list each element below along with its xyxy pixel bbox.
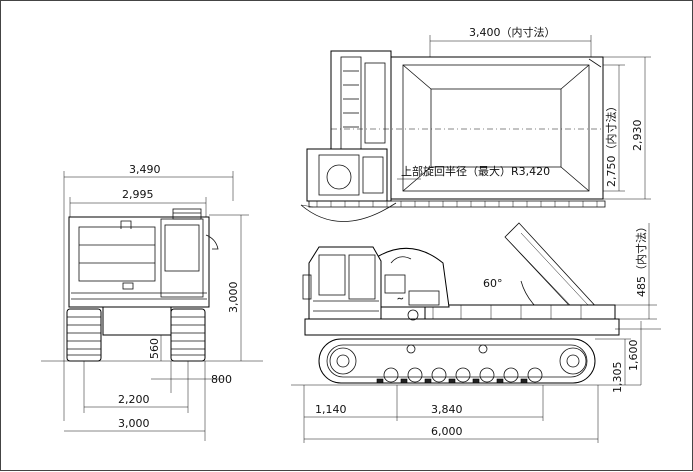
dim-overall-length: 6,000 — [431, 425, 463, 438]
side-crawler-track — [318, 338, 596, 384]
dim-bed-outer-width: 2,930 — [631, 120, 644, 152]
dim-ground-clearance: 560 — [148, 338, 161, 359]
swing-radius-arc — [300, 202, 397, 222]
dim-tumbler-distance: 3,840 — [431, 403, 463, 416]
dim-track-shoe-width: 800 — [211, 373, 232, 386]
front-view: 3,490 2,995 — [41, 163, 263, 441]
dim-track-height: 1,305 — [611, 362, 624, 394]
dim-track-overall-width: 3,000 — [118, 417, 150, 430]
dim-height: 3,000 — [227, 282, 240, 314]
dim-bed-inner-width: 2,750（内寸法） — [604, 101, 618, 188]
dump-angle: 60° — [483, 277, 503, 290]
dim-bed-floor-height: 1,600 — [627, 340, 640, 372]
dim-body-width: 2,995 — [122, 188, 154, 201]
dim-bed-inner-depth: 485（内寸法） — [634, 221, 648, 297]
svg-text:~: ~ — [397, 294, 404, 303]
front-undercarriage — [102, 306, 172, 336]
top-bed — [390, 56, 604, 200]
front-body — [68, 216, 210, 308]
top-cab — [306, 148, 388, 202]
side-chassis — [304, 318, 620, 336]
side-view: 60° ~ — [291, 221, 661, 443]
dim-bed-inner-length: 3,400（内寸法） — [469, 25, 556, 39]
dim-front-overhang: 1,140 — [315, 403, 347, 416]
top-view: 3,400（内寸法） — [300, 25, 651, 222]
swing-radius: 上部旋回半径（最大）R3,420 — [401, 164, 550, 178]
dim-overall-width: 3,490 — [129, 163, 161, 176]
dim-track-gauge: 2,200 — [118, 393, 150, 406]
side-engine-housing — [376, 247, 450, 308]
